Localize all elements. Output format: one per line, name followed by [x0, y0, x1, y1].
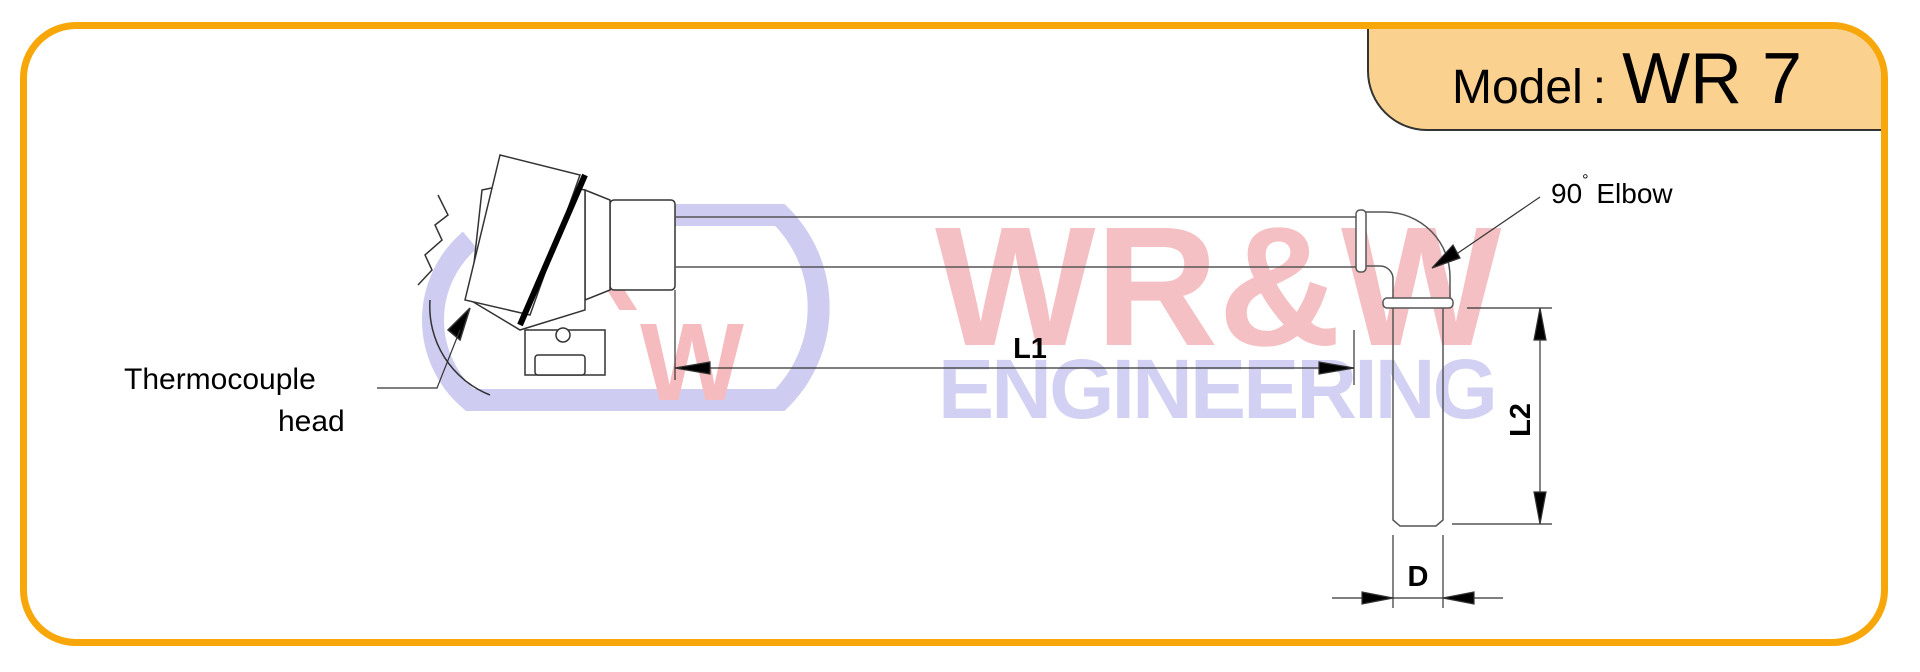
dimension-l2-label: L2	[1505, 403, 1537, 437]
model-tab	[1367, 29, 1881, 131]
thermocouple-leader	[377, 329, 461, 389]
thermocouple-label-line2: head	[278, 405, 345, 438]
model-separator: :	[1592, 61, 1607, 114]
thermocouple-label-line1: Thermocouple	[124, 363, 316, 396]
model-value: WR 7	[1622, 39, 1803, 119]
probe-horizontal	[675, 209, 1367, 273]
model-label: Model	[1452, 61, 1583, 114]
thermocouple-head-drawing	[417, 154, 676, 396]
elbow-label: 90° Elbow	[1551, 172, 1673, 210]
dimension-l1	[674, 290, 1355, 385]
elbow-leader	[1431, 196, 1541, 269]
elbow-angle: 90	[1551, 178, 1583, 209]
watermark-brand: WR&W	[935, 192, 1502, 382]
watermark-subtitle: ENGINEERING	[938, 342, 1498, 436]
probe-vertical	[1392, 308, 1444, 527]
elbow-text: Elbow	[1596, 178, 1673, 209]
watermark-w: W	[640, 301, 744, 424]
elbow-drawing	[1366, 211, 1454, 309]
model-title: Model : WR 7	[1452, 38, 1802, 128]
dimension-l2	[1452, 307, 1552, 525]
dimension-d	[1332, 535, 1503, 608]
dimension-d-label: D	[1408, 561, 1429, 593]
degree-symbol: °	[1582, 172, 1589, 189]
dimension-l1-label: L1	[1013, 333, 1047, 365]
